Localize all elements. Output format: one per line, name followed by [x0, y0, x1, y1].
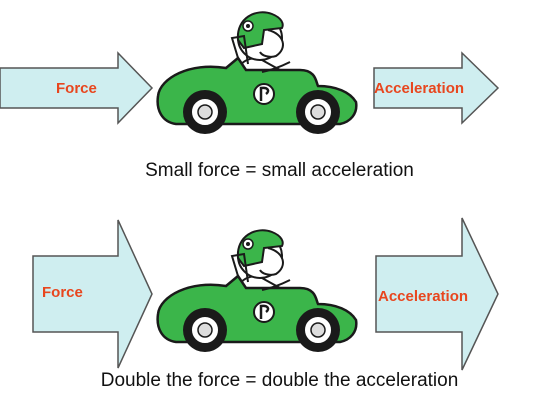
- force-label: Force: [56, 80, 97, 97]
- small-force-panel: Force Acceleration Small force = small a…: [0, 11, 500, 181]
- small-force-caption: Small force = small acceleration: [145, 160, 414, 181]
- race-car-icon: [156, 229, 358, 352]
- double-force-panel: Force Acceleration Double the force = do…: [0, 200, 559, 400]
- acceleration-label: Acceleration: [374, 80, 465, 97]
- acceleration-arrow: [375, 217, 499, 371]
- double-force-artwork: [32, 217, 499, 371]
- force-arrow: [0, 51, 154, 125]
- double-force-caption: Double the force = double the accelerati…: [100, 370, 459, 391]
- force-label: Force: [42, 284, 83, 301]
- acceleration-label: Acceleration: [378, 288, 469, 305]
- small-force-artwork: [0, 11, 500, 134]
- force-arrow: [32, 219, 153, 369]
- acceleration-arrow: [373, 51, 500, 125]
- race-car-icon: [156, 11, 358, 134]
